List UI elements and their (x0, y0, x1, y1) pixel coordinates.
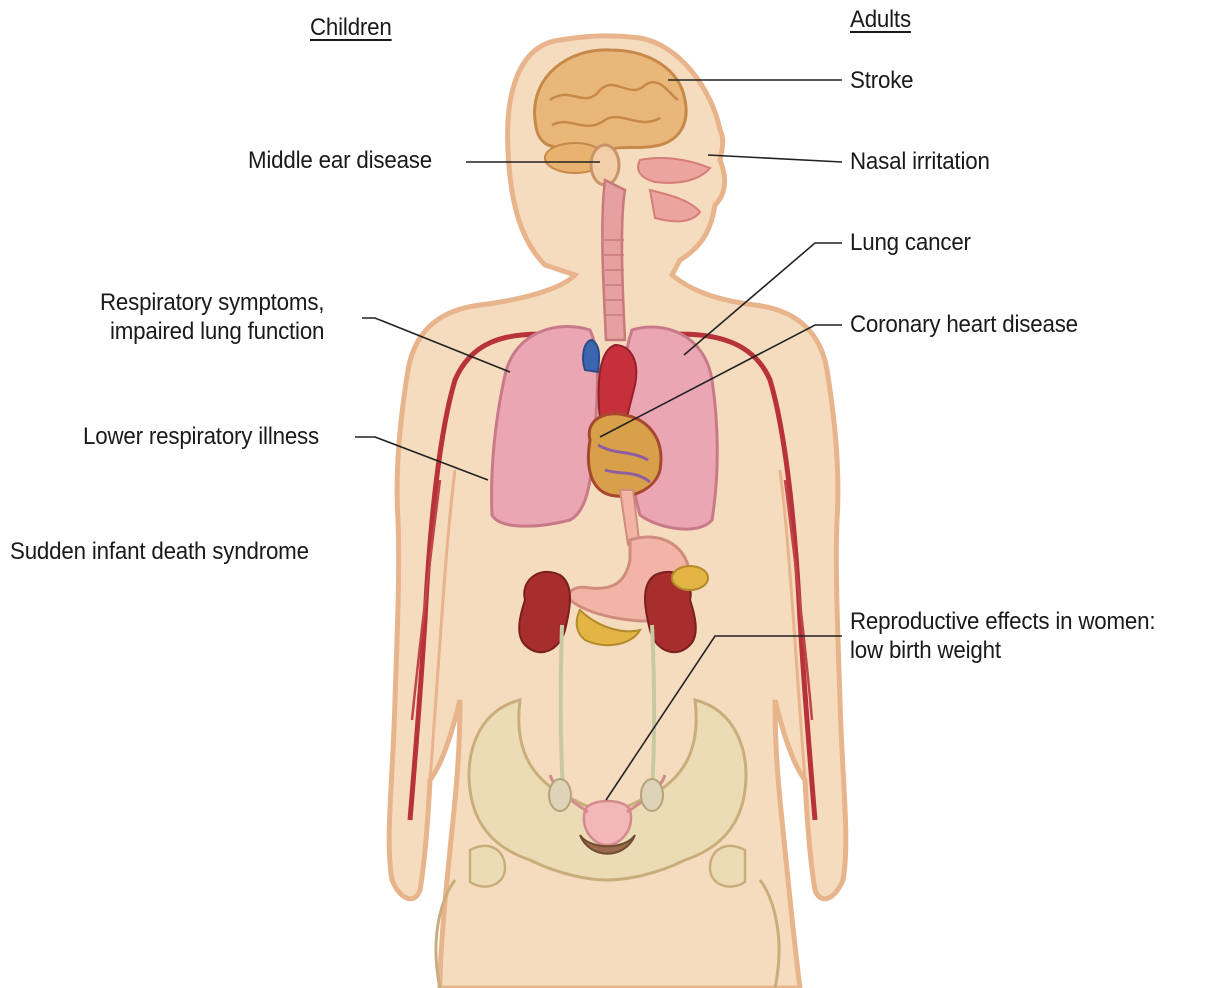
label-impaired-lung-function: impaired lung function (110, 318, 324, 346)
trachea (602, 180, 625, 340)
gland-right (672, 566, 708, 590)
label-sids: Sudden infant death syndrome (10, 538, 309, 566)
ovary-left (549, 779, 571, 811)
label-reproductive-effects: Reproductive effects in women: (850, 608, 1155, 636)
label-lower-respiratory-illness: Lower respiratory illness (83, 423, 319, 451)
brain (535, 50, 687, 152)
label-middle-ear-disease: Middle ear disease (248, 147, 432, 175)
leader-nasal (708, 155, 842, 162)
label-low-birth-weight: low birth weight (850, 637, 1001, 665)
vena-cava (583, 340, 599, 372)
ovary-right (641, 779, 663, 811)
label-stroke: Stroke (850, 67, 913, 95)
label-nasal-irritation: Nasal irritation (850, 148, 990, 176)
label-respiratory-symptoms: Respiratory symptoms, (100, 289, 324, 317)
header-adults: Adults (850, 6, 911, 34)
uterus (584, 801, 631, 845)
header-children: Children (310, 14, 392, 42)
label-coronary-heart-disease: Coronary heart disease (850, 311, 1078, 339)
label-lung-cancer: Lung cancer (850, 229, 971, 257)
